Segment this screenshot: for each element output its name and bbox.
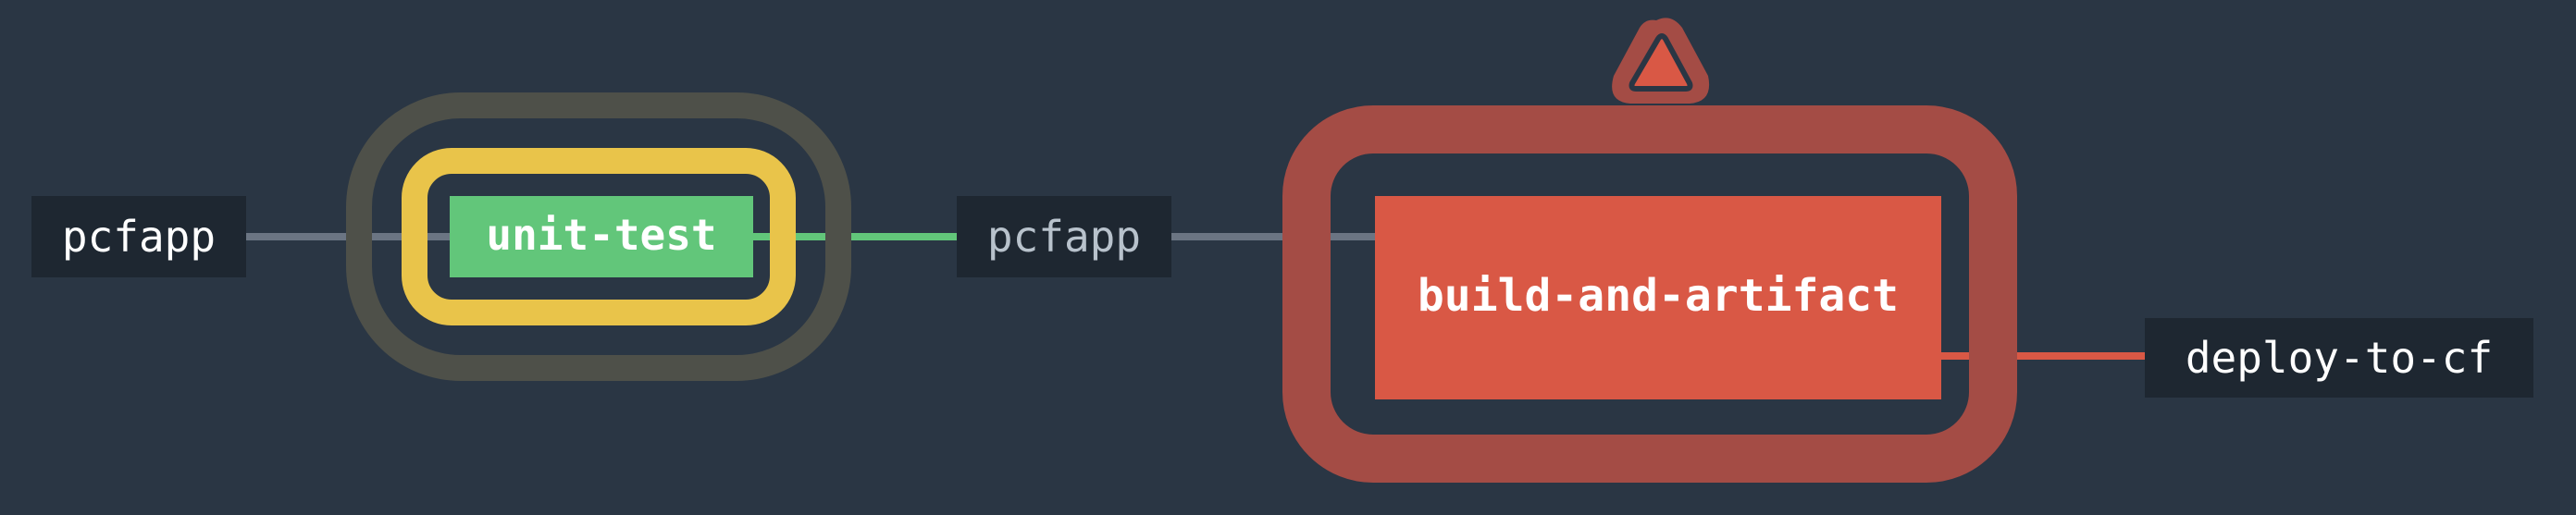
job-build-and-artifact[interactable]: build-and-artifact — [1282, 105, 2017, 483]
resource-label: pcfapp — [62, 212, 216, 262]
resource-deploy-to-cf[interactable]: deploy-to-cf — [2145, 318, 2533, 398]
resource-label: deploy-to-cf — [2186, 333, 2493, 383]
running-inner-ring — [402, 148, 796, 325]
job-label: build-and-artifact — [1418, 270, 1899, 322]
job-label: unit-test — [486, 210, 716, 260]
resource-label: pcfapp — [987, 212, 1141, 262]
resource-pcfapp-mid[interactable]: pcfapp — [957, 196, 1171, 277]
warning-triangle-icon — [1612, 18, 1710, 104]
resource-pcfapp-input[interactable]: pcfapp — [31, 196, 246, 277]
job-box — [450, 196, 753, 277]
failed-outer-ring — [1282, 105, 2017, 483]
running-outer-ring — [346, 92, 851, 381]
job-unit-test[interactable]: unit-test — [346, 92, 851, 381]
job-box — [1375, 196, 1941, 399]
